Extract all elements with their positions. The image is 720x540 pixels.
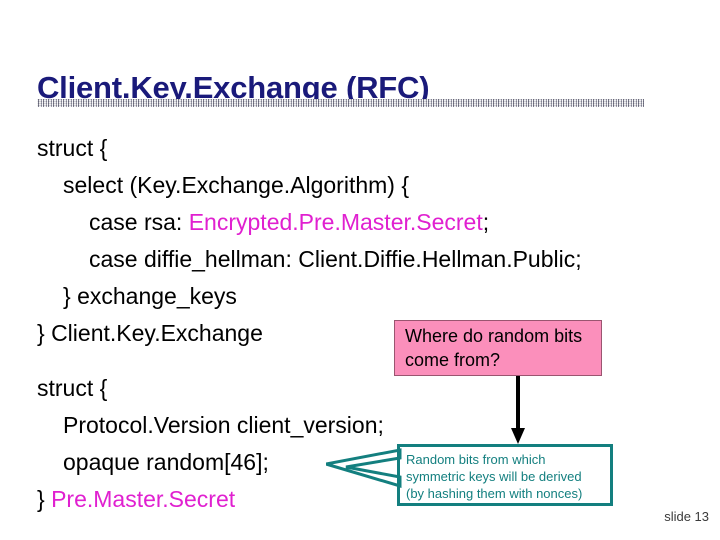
code-line: case diffie_hellman: Client.Diffie.Hellm… bbox=[89, 246, 582, 272]
code-line: select (Key.Exchange.Algorithm) { bbox=[63, 172, 410, 198]
arrow-down-icon bbox=[511, 376, 525, 444]
callout-teal-text: Random bits from which symmetric keys wi… bbox=[406, 452, 583, 501]
callout-teal-explanation: Random bits from which symmetric keys wi… bbox=[397, 444, 613, 506]
code-line: opaque random[46]; bbox=[63, 449, 269, 475]
slide-number: slide 13 bbox=[664, 509, 709, 524]
callout-pink-question: Where do random bits come from? bbox=[394, 320, 602, 376]
code-text-plain: } bbox=[37, 486, 52, 512]
code-line: } Pre.Master.Secret bbox=[37, 481, 384, 518]
code-text-plain: ; bbox=[482, 209, 490, 235]
code-line: case rsa: Encrypted.Pre.Master.Secret; bbox=[37, 204, 582, 241]
code-block-client-key-exchange: struct { select (Key.Exchange.Algorithm)… bbox=[37, 130, 582, 352]
callout-teal-pointer-icon bbox=[326, 448, 402, 489]
code-line: Protocol.Version client_version; bbox=[63, 412, 384, 438]
code-line: } exchange_keys bbox=[63, 283, 237, 309]
code-line: } Client.Key.Exchange bbox=[37, 320, 263, 346]
title-divider bbox=[37, 99, 644, 107]
code-text-highlight: Encrypted.Pre.Master.Secret bbox=[188, 209, 483, 235]
code-text-highlight: Pre.Master.Secret bbox=[51, 486, 236, 512]
code-line: struct { bbox=[37, 375, 108, 401]
code-line: struct { bbox=[37, 135, 108, 161]
callout-pink-text: Where do random bits come from? bbox=[405, 326, 583, 370]
code-text-plain: case rsa: bbox=[89, 209, 189, 235]
page-title: Client.Key.Exchange (RFC) bbox=[37, 69, 430, 105]
code-block-pre-master-secret: struct { Protocol.Version client_version… bbox=[37, 370, 384, 518]
